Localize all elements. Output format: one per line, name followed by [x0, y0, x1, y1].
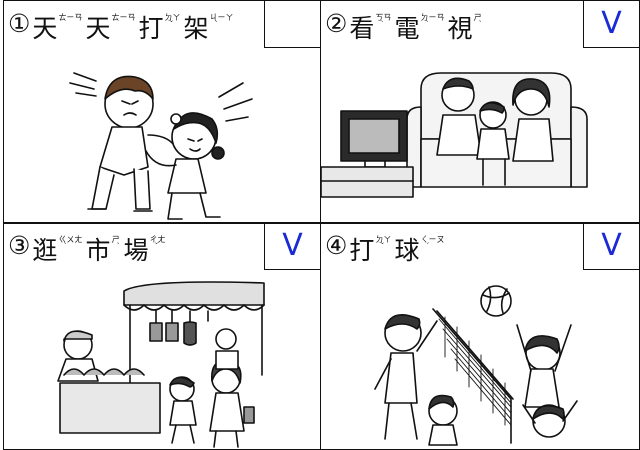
answer-box[interactable]	[264, 1, 320, 48]
tone-mark: ˋ	[116, 242, 121, 251]
tone-mark: ˇ	[169, 20, 174, 29]
hanzi: 打	[138, 14, 164, 43]
tone-mark: ˋ	[478, 20, 483, 29]
zhuyin: ㄔㄤ	[149, 235, 166, 244]
zhuyin: ㄊㄧㄢ	[111, 13, 136, 22]
tone-mark: ˋ	[425, 20, 430, 29]
hanzi: 市	[85, 236, 111, 265]
zhuyin: ㄐㄧㄚ	[209, 13, 234, 22]
hanzi: 打	[349, 236, 375, 265]
hanzi: 架	[183, 14, 209, 43]
zhuyin: ㄎㄢ	[375, 13, 392, 22]
hanzi: 天	[32, 14, 58, 43]
zhuyin: ㄉㄚ	[164, 13, 181, 22]
zhuyin: ㄊㄧㄢ	[58, 13, 83, 22]
zhuyin: ㄑㄧㄡ	[420, 235, 445, 244]
item-number: ④	[325, 231, 348, 260]
hanzi: 電	[394, 14, 420, 43]
check-mark: V	[601, 228, 622, 263]
hanzi: 場	[123, 236, 149, 265]
hanzi: 逛	[32, 236, 58, 265]
tone-mark: ˋ	[214, 20, 219, 29]
tone-mark: ˊ	[425, 242, 430, 251]
item-number: ③	[8, 231, 31, 260]
check-mark: V	[282, 228, 303, 263]
item-number: ②	[325, 9, 348, 38]
hanzi: 視	[447, 14, 473, 43]
fighting-kids-illustration	[69, 72, 253, 220]
answer-box[interactable]: V	[264, 223, 320, 270]
zhuyin: ㄕ	[473, 13, 482, 22]
zhuyin: ㄉㄚ	[375, 235, 392, 244]
hanzi: 球	[394, 236, 420, 265]
volleyball-illustration	[374, 285, 578, 446]
tone-mark: ˇ	[154, 242, 159, 251]
zhuyin: ㄉㄧㄢ	[420, 13, 445, 22]
tone-mark: ˇ	[380, 242, 385, 251]
tone-mark: ˋ	[380, 20, 385, 29]
tone-mark: ˋ	[63, 242, 68, 251]
hanzi: 看	[349, 14, 375, 43]
zhuyin: ㄍㄨㄤ	[58, 235, 83, 244]
hanzi: 天	[85, 14, 111, 43]
item-number: ①	[8, 9, 31, 38]
market-illustration	[57, 281, 265, 448]
zhuyin: ㄕ	[111, 235, 120, 244]
family-watching-tv-illustration	[321, 72, 588, 198]
check-mark: V	[601, 6, 622, 41]
answer-box[interactable]: V	[583, 1, 639, 48]
answer-box[interactable]: V	[583, 223, 639, 270]
